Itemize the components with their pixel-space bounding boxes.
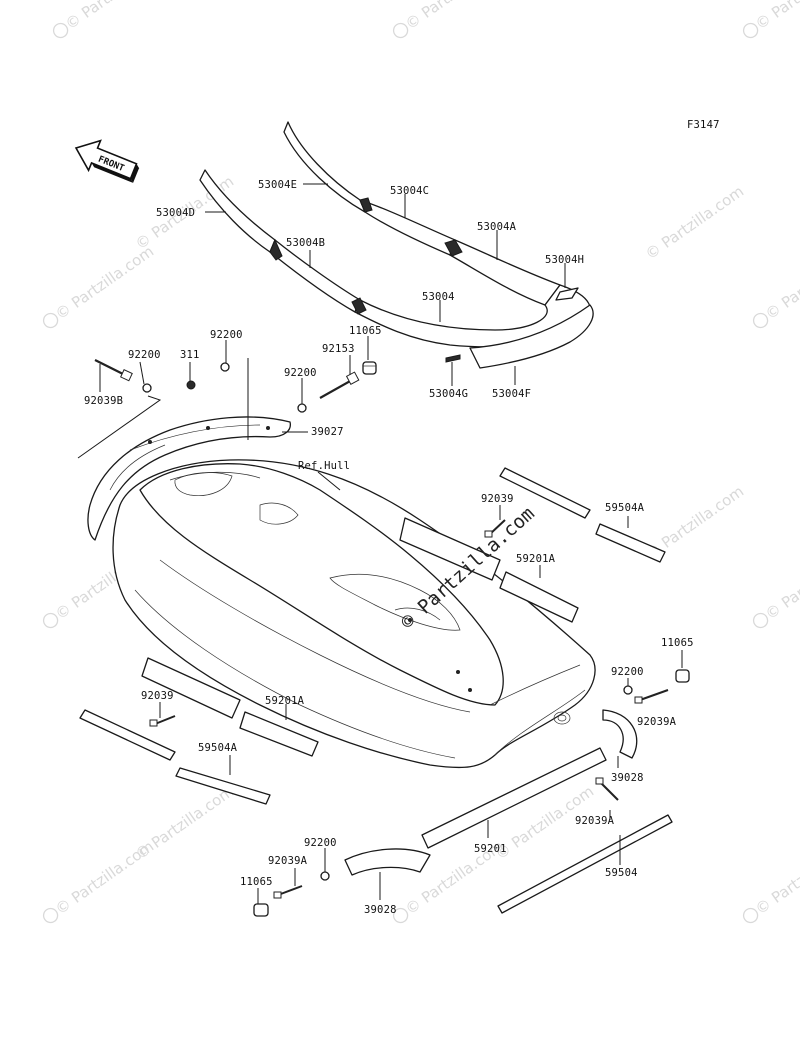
label-59504A-a: 59504A [605, 502, 645, 514]
seat-leader-lines [205, 183, 566, 386]
label-92039-b: 92039 [141, 690, 174, 702]
watermark-text: © Partzilla.com [402, 0, 507, 33]
label-39028-a: 39028 [611, 772, 644, 784]
label-11065-b: 11065 [661, 637, 694, 649]
washer-92200-c [297, 403, 307, 413]
nut-311 [186, 380, 196, 390]
label-53004C: 53004C [390, 185, 429, 197]
label-59201A-b: 59201A [265, 695, 305, 707]
label-92039B: 92039B [84, 395, 123, 407]
watermark-text: © Partzilla.com [762, 542, 800, 623]
fastener-92039B [94, 359, 133, 382]
label-53004: 53004 [422, 291, 455, 303]
part-labels: 53004E 53004C 53004D 53004A 53004B 53004… [84, 179, 694, 916]
watermark-text: © Partzilla.com [132, 782, 237, 863]
label-refhull: Ref.Hull [298, 460, 350, 472]
label-59201: 59201 [474, 843, 507, 855]
label-92200-b: 92200 [128, 349, 161, 361]
watermark-layer: © Partzilla.com © Partzilla.com © Partzi… [42, 0, 800, 924]
label-311: 311 [180, 349, 200, 361]
lower-leader-lines [99, 336, 683, 904]
bolt-92153 [319, 371, 360, 399]
label-39028-b: 39028 [364, 904, 397, 916]
washer-92200-d [623, 685, 633, 695]
bumper-39027 [87, 416, 291, 541]
rivet-92039-left [149, 715, 176, 727]
figure-code: F3147 [687, 119, 720, 131]
front-arrow-icon: FRONT [74, 139, 140, 183]
label-53004D: 53004D [156, 207, 195, 219]
label-53004B: 53004B [286, 237, 325, 249]
watermark-text: © Partzilla.com [752, 0, 800, 33]
label-92153: 92153 [322, 343, 355, 355]
seat-cover-53004H [555, 287, 579, 301]
washer-92200-e [320, 871, 330, 881]
label-92039A-b: 92039A [575, 815, 615, 827]
rail-59201 [421, 747, 607, 849]
washer-92200-b [220, 362, 230, 372]
label-53004G: 53004G [429, 388, 468, 400]
rivet-92039-right [484, 519, 506, 538]
label-92039-a: 92039 [481, 493, 514, 505]
rail-59201A-right [399, 517, 579, 623]
label-53004A: 53004A [477, 221, 517, 233]
cap-11065-a [362, 361, 377, 375]
label-39027: 39027 [311, 426, 344, 438]
label-53004H: 53004H [545, 254, 584, 266]
watermark-text: © Partzilla.com [62, 0, 167, 33]
hull-reference [112, 459, 596, 769]
cap-11065-b [675, 669, 690, 683]
watermark-text: © Partzilla.com [52, 242, 157, 323]
watermark-text: © Partzilla.com [752, 837, 800, 918]
guard-39028-left [344, 848, 431, 876]
rail-59504A-left [79, 709, 271, 805]
label-53004E: 53004E [258, 179, 297, 191]
label-11065-a: 11065 [349, 325, 382, 337]
seat-cover-assembly [199, 121, 594, 369]
guard-39028-right [602, 709, 638, 759]
label-59504A-b: 59504A [198, 742, 238, 754]
label-59201A-a: 59201A [516, 553, 556, 565]
rail-59201A-left [141, 657, 319, 757]
label-92200-e: 92200 [304, 837, 337, 849]
watermark-text: © Partzilla.com [642, 182, 747, 263]
label-53004F: 53004F [492, 388, 531, 400]
seat-cover-53004C [359, 199, 456, 256]
label-59504: 59504 [605, 867, 638, 879]
seat-cover-53004E [283, 121, 366, 213]
label-92039A-a: 92039A [637, 716, 677, 728]
watermark-text: © Partzilla.com [762, 242, 800, 323]
rail-59504A-right [499, 467, 666, 563]
seat-cover-53004A [449, 239, 561, 306]
bumper-bracket-lines [77, 358, 249, 459]
label-92200-d: 92200 [611, 666, 644, 678]
refhull-leader [317, 471, 341, 491]
rivet-92039A-b [595, 777, 619, 801]
seat-cover-53004F [469, 304, 594, 369]
washer-92200-a [142, 383, 152, 393]
label-92200-a: 92200 [210, 329, 243, 341]
rail-59504 [497, 814, 673, 914]
rivet-92039A-a [634, 689, 669, 704]
label-92039A-c: 92039A [268, 855, 308, 867]
seat-cover-53004G [445, 354, 461, 363]
cap-11065-c [253, 903, 269, 917]
seat-cover-53004B [269, 239, 361, 313]
label-11065-c: 11065 [240, 876, 273, 888]
label-92200-c: 92200 [284, 367, 317, 379]
rivet-92039A-c [273, 885, 303, 899]
